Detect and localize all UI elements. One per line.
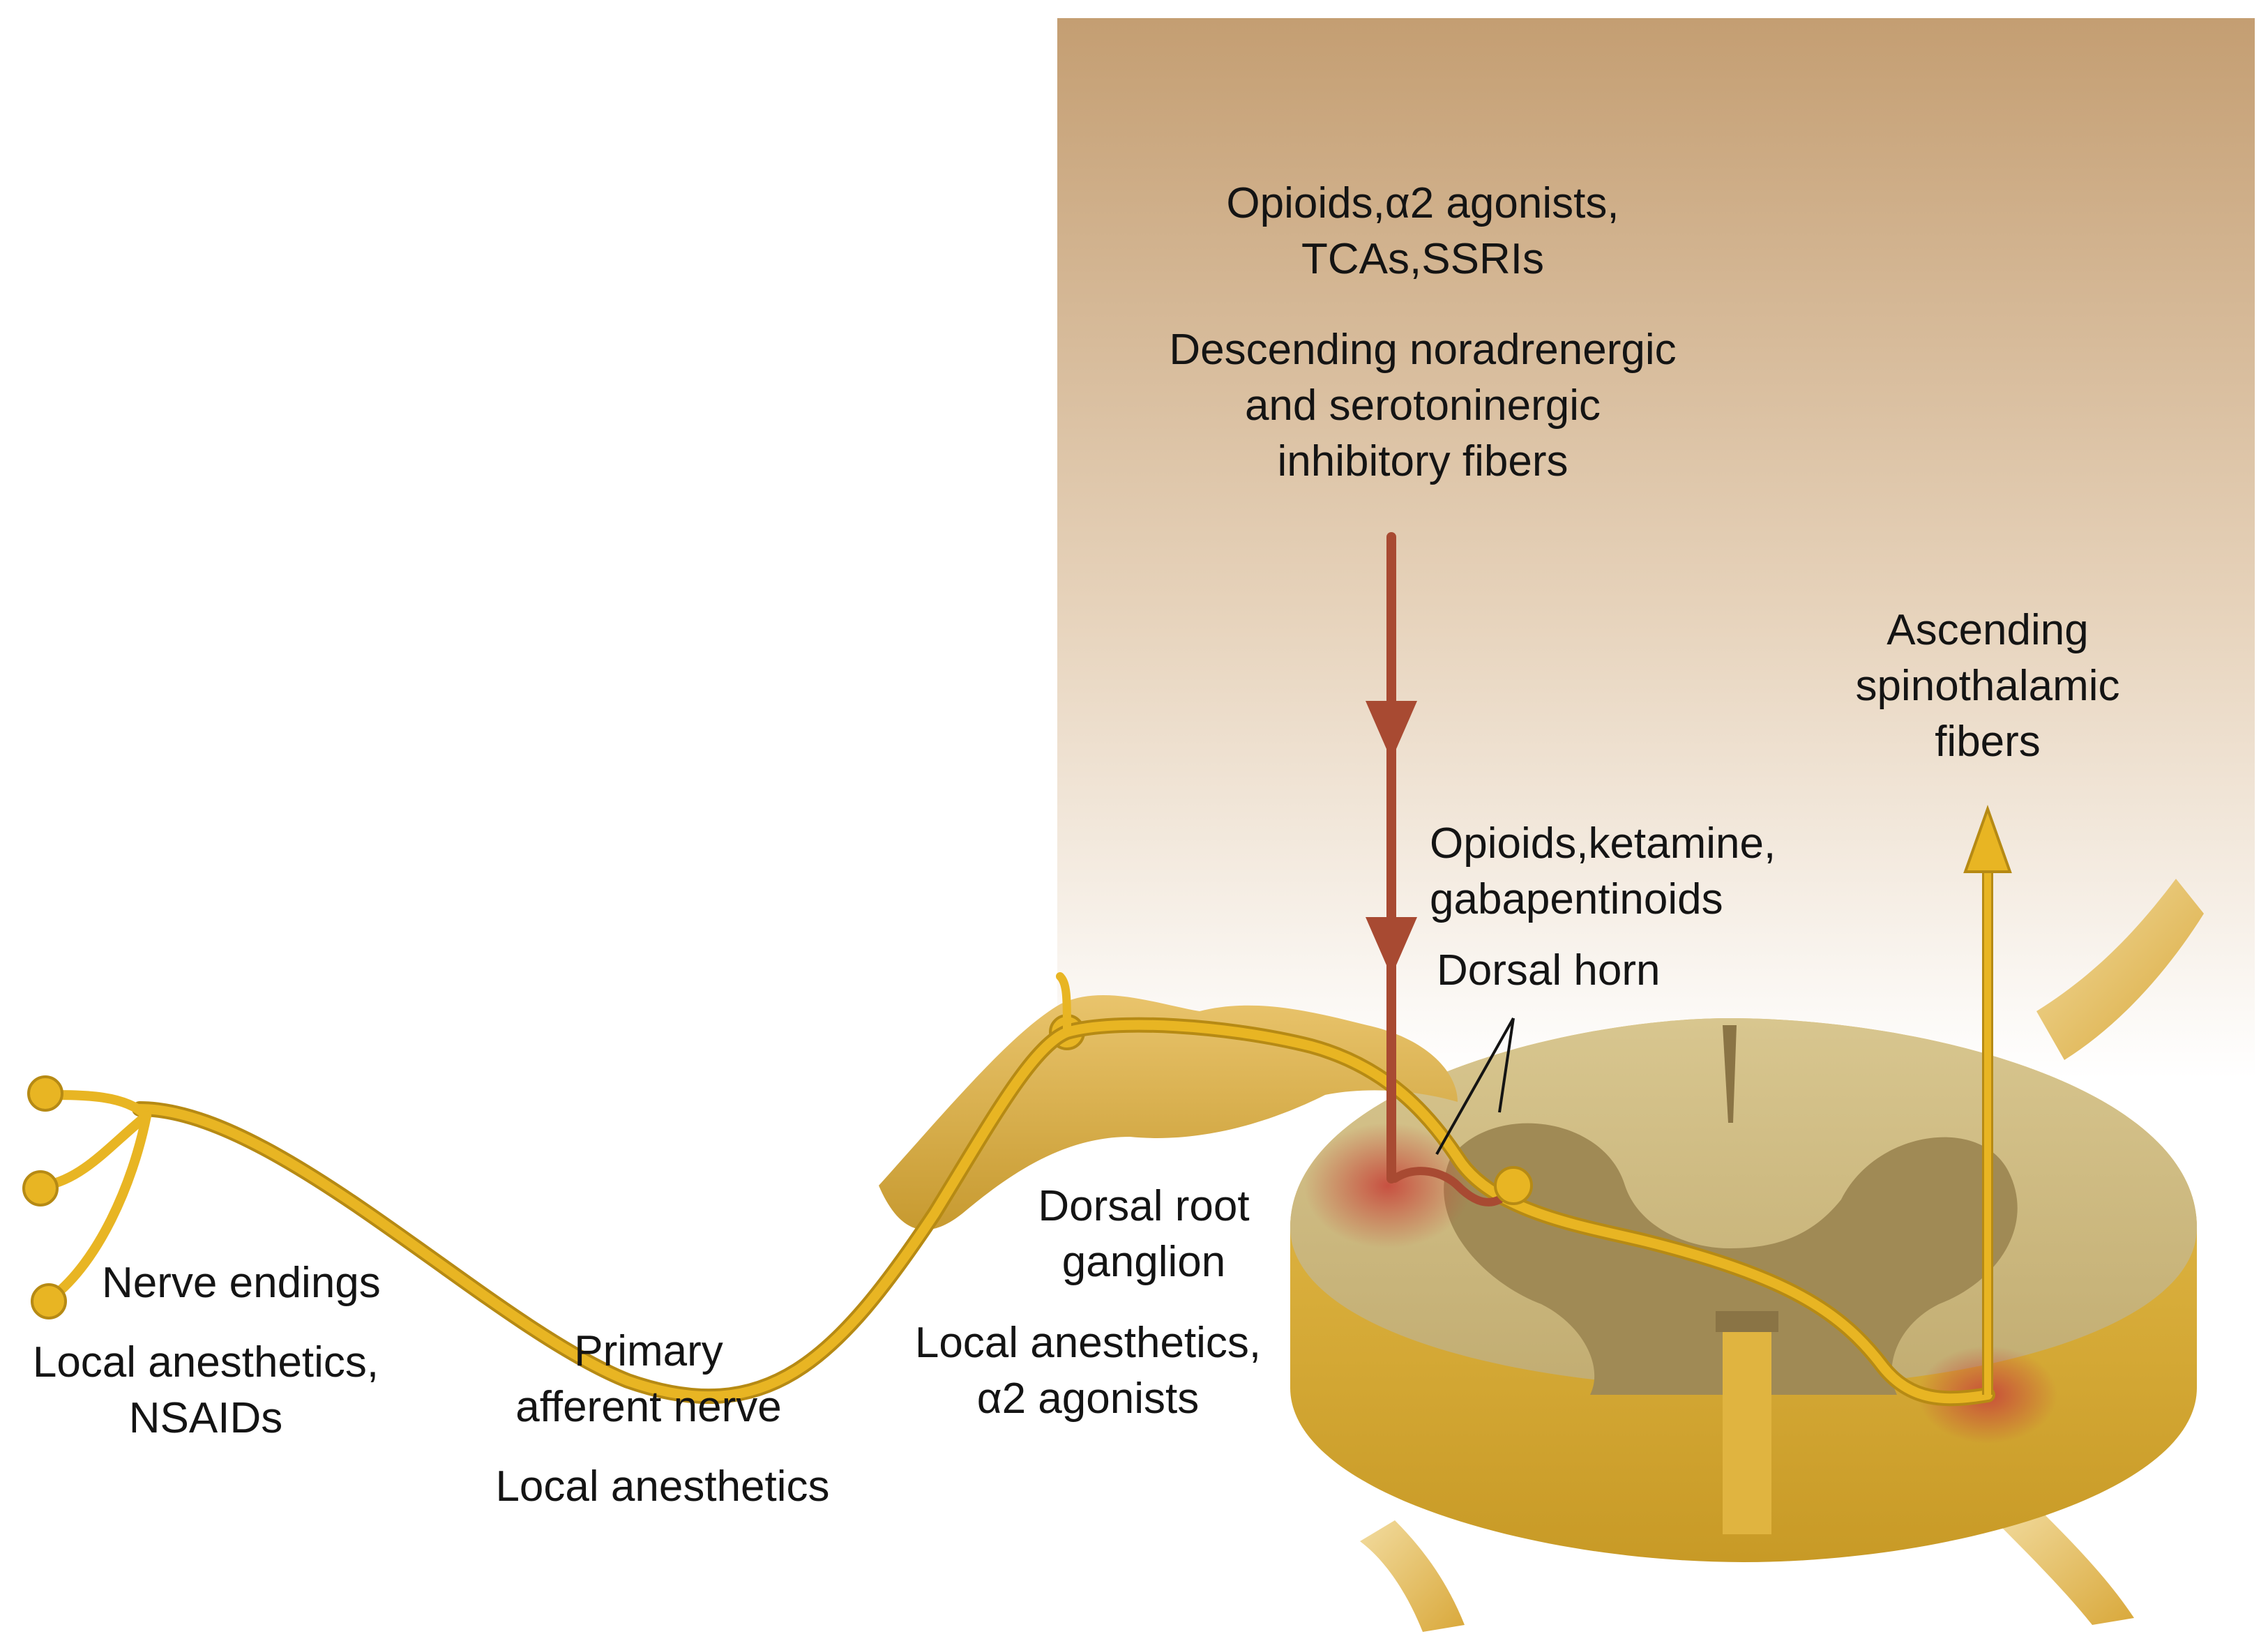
label-line: Opioids,ketamine,: [1430, 819, 1776, 868]
label-line: Local anesthetics: [495, 1462, 830, 1511]
label-line: inhibitory fibers: [1277, 437, 1568, 485]
label-line: spinothalamic: [1855, 662, 2120, 710]
dorsal-horn-synapse: [1391, 1166, 1533, 1206]
label-line: Nerve endings: [102, 1259, 381, 1307]
dorsal-horn-pointer-lines: [1435, 1018, 1515, 1155]
label-line: Dorsal root: [1038, 1182, 1250, 1230]
label-nerve-endings: Nerve endings: [102, 1255, 381, 1311]
ascending-spinothalamic-fiber: [1963, 805, 2012, 1395]
label-primary-nerve-drugs: Local anesthetics: [446, 1459, 879, 1515]
label-line: Ascending: [1887, 606, 2089, 654]
label-nerve-endings-drugs: Local anesthetics, NSAIDs: [7, 1335, 405, 1446]
spinal-cord-cross-section: [1290, 1018, 2197, 1562]
label-dorsal-root-ganglion: Dorsal root ganglion: [976, 1179, 1311, 1290]
label-line: Opioids,α2 agonists,: [1226, 179, 1619, 227]
label-opioids-ketamine-gabapentinoids: Opioids,ketamine, gabapentinoids: [1430, 816, 1776, 928]
label-opioids-alpha2-tcas-ssris: Opioids,α2 agonists, TCAs,SSRIs: [1116, 176, 1730, 287]
spinal-nerve-roots: [1360, 879, 2204, 1632]
label-primary-afferent-nerve: Primary afferent nerve: [474, 1324, 823, 1435]
descending-inhibitory-fiber: [1366, 532, 1417, 1183]
label-drg-drugs: Local anesthetics, α2 agonists: [879, 1315, 1297, 1427]
primary-afferent-nerve: [132, 972, 1995, 1407]
label-ascending-spinothalamic-fibers: Ascending spinothalamic fibers: [1785, 603, 2190, 770]
label-descending-inhibitory-fibers: Descending noradrenergic and serotoniner…: [1074, 322, 1771, 490]
label-line: Local anesthetics,: [914, 1319, 1262, 1367]
label-line: and serotoninergic: [1244, 381, 1601, 430]
label-line: α2 agonists: [976, 1375, 1200, 1423]
label-line: ganglion: [1061, 1238, 1226, 1286]
label-line: gabapentinoids: [1430, 875, 1723, 923]
label-line: afferent nerve: [515, 1383, 782, 1431]
dorsal-horn-hotspot: [1304, 1123, 1472, 1248]
nerve-endings: [22, 1075, 151, 1319]
label-line: fibers: [1935, 718, 2041, 766]
label-line: Descending noradrenergic: [1169, 326, 1677, 374]
label-line: Primary: [574, 1327, 723, 1375]
label-dorsal-horn: Dorsal horn: [1437, 943, 1660, 999]
label-line: Dorsal horn: [1437, 946, 1661, 994]
label-line: TCAs,SSRIs: [1301, 235, 1544, 283]
label-line: Local anesthetics,: [32, 1338, 379, 1386]
label-line: NSAIDs: [128, 1394, 283, 1442]
cns-background-panel: [1057, 18, 2255, 1078]
